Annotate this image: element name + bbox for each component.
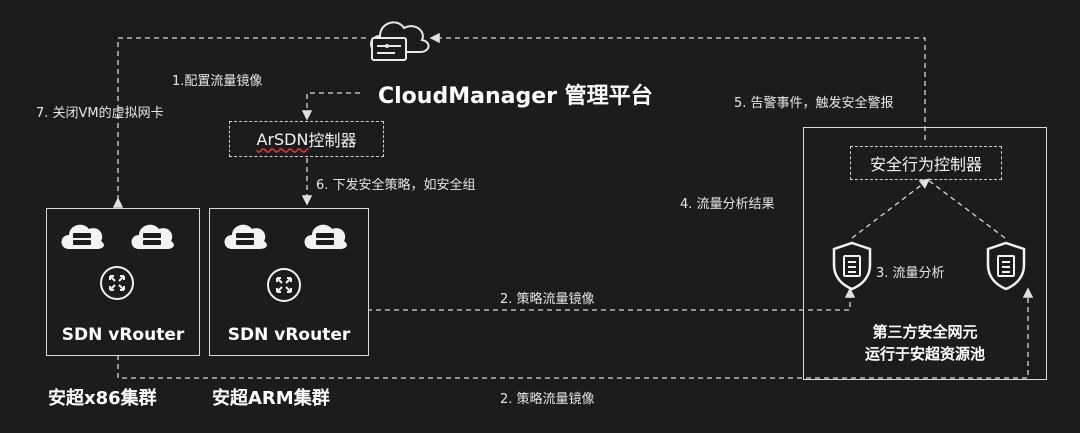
step4-label: 4. 流量分析结果 xyxy=(680,197,775,212)
connector-step4-right xyxy=(927,179,1006,239)
cloud-server-icon xyxy=(57,219,107,259)
security-behavior-controller: 安全行为控制器 xyxy=(850,146,1002,180)
router-icon xyxy=(266,267,302,307)
step1-label: 1.配置流量镜像 xyxy=(172,74,263,89)
security-shield-icon xyxy=(830,241,874,295)
arsdn-name: ArSDN xyxy=(256,129,309,149)
cluster-arm-box: SDN vRouter xyxy=(209,208,369,356)
connector-step7 xyxy=(112,37,368,208)
step2-label-bottom: 2. 策略流量镜像 xyxy=(500,392,595,407)
router-label: SDN vRouter xyxy=(61,325,185,345)
step3-label: 3. 流量分析 xyxy=(876,266,945,281)
cluster-arm-name: 安超ARM集群 xyxy=(212,388,330,409)
cluster-x86-box: SDN vRouter xyxy=(46,208,200,356)
connector-step1 xyxy=(301,92,360,121)
page-title: CloudManager 管理平台 xyxy=(378,84,653,109)
step7-label: 7. 关闭VM的虚拟网卡 xyxy=(36,106,164,121)
connector-step4-left xyxy=(851,178,931,239)
cluster-x86-name: 安超x86集群 xyxy=(48,388,157,409)
router-label: SDN vRouter xyxy=(227,325,351,345)
cloud-server-icon xyxy=(300,219,350,259)
step6-label: 6. 下发安全策略，如安全组 xyxy=(316,178,476,193)
connector-step2b xyxy=(117,287,1034,379)
router-icon xyxy=(99,265,135,305)
third-party-security-box: 安全行为控制器 第三方安全网元 运行于安超资源池 xyxy=(803,127,1047,380)
cloud-server-icon xyxy=(220,219,270,259)
cloud-server-icon xyxy=(362,8,434,68)
third-party-line1: 第三方安全网元 xyxy=(872,323,978,341)
cloud-server-icon xyxy=(127,219,177,259)
arsdn-suffix: 控制器 xyxy=(308,131,357,150)
arsdn-controller: ArSDN 控制器 xyxy=(229,121,384,157)
step5-label: 5. 告警事件，触发安全警报 xyxy=(734,96,894,111)
connector-step5 xyxy=(429,32,926,140)
security-shield-icon xyxy=(984,241,1028,295)
step2-label-top: 2. 策略流量镜像 xyxy=(500,292,595,307)
third-party-line2: 运行于安超资源池 xyxy=(864,345,985,363)
